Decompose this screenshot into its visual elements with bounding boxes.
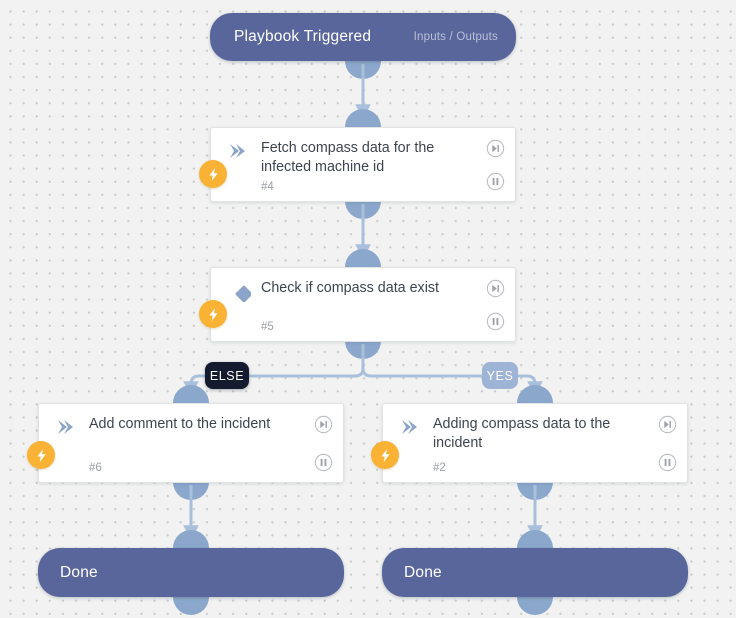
chevron-icon	[397, 416, 423, 438]
diamond-icon	[225, 280, 253, 303]
done-right-title: Done	[404, 563, 442, 581]
pause-icon[interactable]	[658, 453, 677, 472]
skip-forward-icon[interactable]	[658, 415, 677, 434]
node-fetch-compass-data[interactable]: Fetch compass data for the infected mach…	[199, 127, 516, 202]
card-title: Fetch compass data for the infected mach…	[261, 140, 435, 175]
trigger-title: Playbook Triggered	[234, 28, 372, 45]
node-check-compass-data-exist[interactable]: Check if compass data exist #5	[199, 267, 516, 342]
node-add-comment-to-incident[interactable]: Add comment to the incident #6	[27, 403, 344, 483]
card-step-number: #4	[261, 181, 274, 193]
skip-forward-icon[interactable]	[486, 139, 505, 158]
card-title: Add comment to the incident	[89, 416, 271, 432]
branch-label-else[interactable]: ELSE	[205, 362, 249, 389]
done-left-title: Done	[60, 563, 98, 581]
node-done-left[interactable]: Done	[38, 548, 344, 597]
node-done-right[interactable]: Done	[382, 548, 688, 597]
lightning-bolt-icon	[199, 300, 227, 328]
skip-forward-icon[interactable]	[486, 279, 505, 298]
chevron-icon	[53, 416, 79, 438]
trigger-inputs-outputs-link[interactable]: Inputs / Outputs	[413, 31, 498, 43]
lightning-bolt-icon	[371, 441, 399, 469]
pause-icon[interactable]	[486, 312, 505, 331]
card-step-number: #2	[433, 462, 446, 474]
lightning-bolt-icon	[199, 160, 227, 188]
card-title: Check if compass data exist	[261, 280, 439, 296]
branch-label-yes[interactable]: YES	[482, 362, 518, 389]
pause-icon[interactable]	[314, 453, 333, 472]
chevron-icon	[225, 140, 251, 162]
card-body: Fetch compass data for the infected mach…	[199, 128, 515, 201]
card-step-number: #5	[261, 321, 274, 333]
card-step-number: #6	[89, 462, 102, 474]
node-playbook-triggered[interactable]: Playbook Triggered Inputs / Outputs	[210, 13, 516, 61]
node-adding-compass-data-to-incident[interactable]: Adding compass data to the incident #2	[371, 403, 688, 483]
card-title: Adding compass data to the incident	[433, 416, 611, 451]
card-body: Adding compass data to the incident #2	[371, 404, 687, 482]
card-body: Check if compass data exist #5	[199, 268, 515, 341]
pause-icon[interactable]	[486, 172, 505, 191]
branch-yes-text: YES	[486, 368, 514, 383]
skip-forward-icon[interactable]	[314, 415, 333, 434]
branch-else-text: ELSE	[209, 368, 245, 383]
lightning-bolt-icon	[27, 441, 55, 469]
card-body: Add comment to the incident #6	[27, 404, 343, 482]
